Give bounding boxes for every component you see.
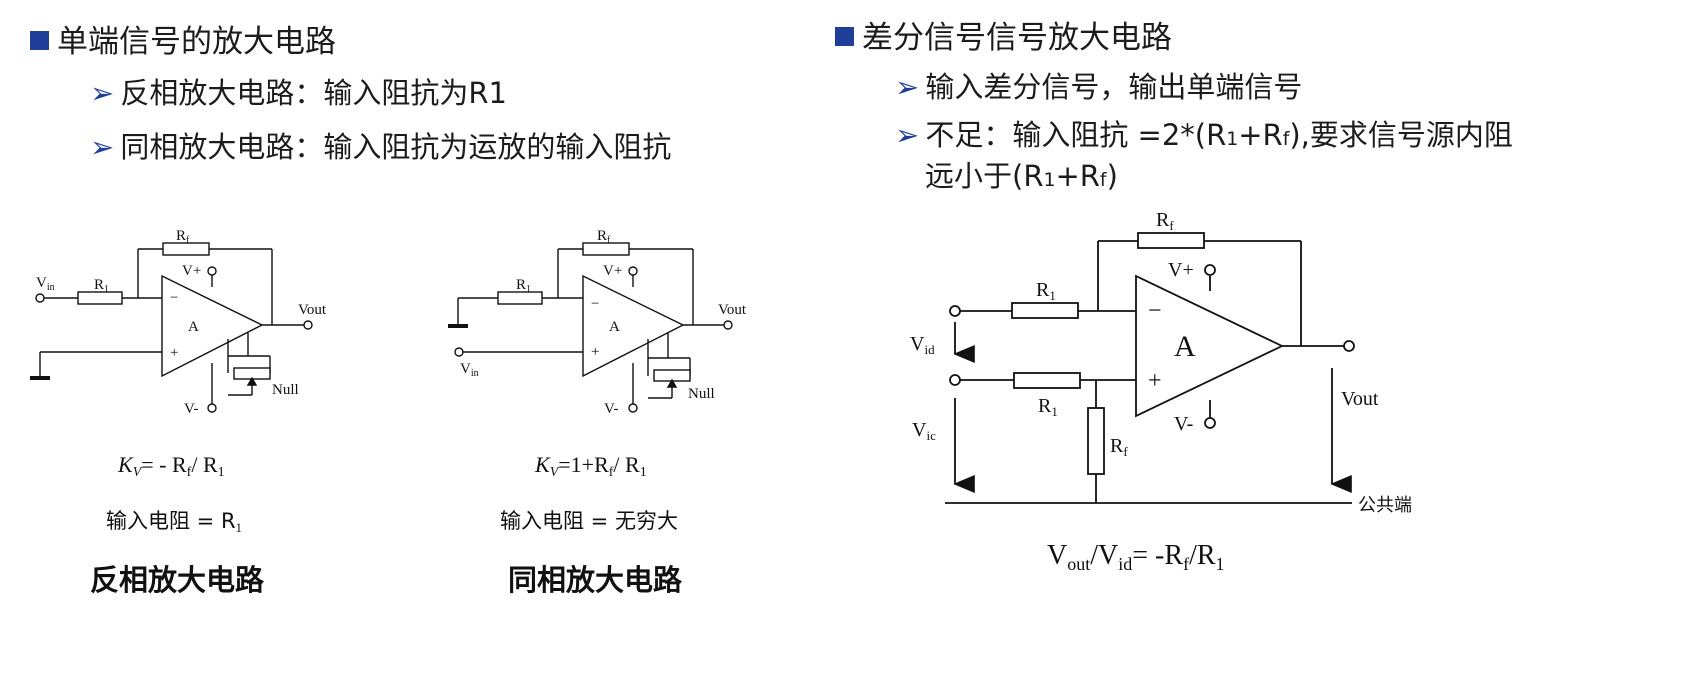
opamp-label-2: A — [609, 319, 620, 335]
arrow-bullet-icon: ➢ — [895, 70, 920, 104]
minus-label: − — [170, 290, 178, 306]
minus-label-2: − — [591, 296, 599, 312]
vout-label: Vout — [298, 302, 327, 318]
vplus-label: V+ — [182, 263, 201, 279]
vout-label-2: Vout — [718, 302, 747, 318]
vin-label: Vin — [36, 275, 55, 293]
vminus-label: V- — [184, 401, 198, 417]
arrow-bullet-icon: ➢ — [895, 118, 920, 152]
noninverting-input-resistance: 输入电阻 = 无穷大 — [500, 509, 678, 533]
inverting-caption: 反相放大电路 — [90, 563, 265, 597]
left-heading: 单端信号的放大电路 — [30, 16, 336, 61]
left-bullet-1: ➢反相放大电路：输入阻抗为R1 — [90, 76, 507, 110]
noninverting-caption: 同相放大电路 — [508, 563, 683, 597]
vin-label-2: Vin — [460, 361, 479, 379]
differential-gain-formula: Vout/Vid= -Rf/R1 — [1047, 540, 1225, 574]
rf-label-2: Rf — [597, 228, 611, 246]
differential-amplifier-circuit — [945, 232, 1355, 504]
r1-label: R1 — [94, 277, 109, 295]
square-bullet-icon — [30, 31, 49, 50]
noninverting-labels: R1 Rf V+ V- A − + Vout Null Vin — [460, 228, 747, 417]
diff-opamp-label: A — [1174, 330, 1196, 363]
right-bullet-2: ➢不足：输入阻抗 =2*(R1+Rf),要求信号源内阻 — [895, 118, 1513, 152]
diff-rf-label: Rf — [1156, 209, 1174, 233]
noninverting-kv-formula: KV=1+Rf/ R1 — [534, 452, 647, 480]
right-bullet-1: ➢输入差分信号，输出单端信号 — [895, 70, 1303, 104]
right-heading: 差分信号信号放大电路 — [835, 12, 1172, 57]
diff-vminus-label: V- — [1174, 413, 1193, 435]
inverting-labels: Vin R1 Rf V+ V- A − + Vout Null — [36, 228, 327, 417]
common-ground-label: 公共端 — [1358, 495, 1412, 516]
square-bullet-icon — [835, 27, 854, 46]
vid-label: Vid — [910, 333, 935, 357]
opamp-label: A — [188, 319, 199, 335]
diff-vout-label: Vout — [1341, 388, 1379, 410]
diff-vplus-label: V+ — [1168, 259, 1194, 281]
right-bullet-2-line2: 远小于(R1+Rf) — [925, 159, 1118, 193]
inverting-input-resistance: 输入电阻 = R1 — [106, 509, 242, 535]
plus-label-2: + — [591, 344, 599, 360]
vminus-label-2: V- — [604, 401, 618, 417]
inverting-amplifier-circuit — [30, 242, 313, 413]
vplus-label-2: V+ — [603, 263, 622, 279]
arrow-bullet-icon: ➢ — [90, 130, 115, 164]
diff-plus-label: + — [1148, 368, 1162, 394]
r1-label-2: R1 — [516, 277, 531, 295]
differential-labels: Rf R1 R1 Rf V+ V- A − + Vid Vic Vout 公共端 — [910, 209, 1412, 516]
plus-label: + — [170, 345, 178, 361]
vic-label: Vic — [912, 419, 936, 443]
arrow-bullet-icon: ➢ — [90, 76, 115, 110]
left-bullet-2: ➢同相放大电路：输入阻抗为运放的输入阻抗 — [90, 130, 672, 164]
noninverting-amplifier-circuit — [448, 242, 733, 413]
null-label-2: Null — [688, 386, 715, 402]
inverting-kv-formula: KV= - Rf/ R1 — [117, 452, 225, 480]
null-label: Null — [272, 382, 299, 398]
rf-label: Rf — [176, 228, 190, 246]
diff-r1-bottom-label: R1 — [1038, 395, 1058, 419]
diff-rf-shunt-label: Rf — [1110, 435, 1128, 459]
diff-minus-label: − — [1148, 298, 1162, 324]
diff-r1-top-label: R1 — [1036, 279, 1056, 303]
